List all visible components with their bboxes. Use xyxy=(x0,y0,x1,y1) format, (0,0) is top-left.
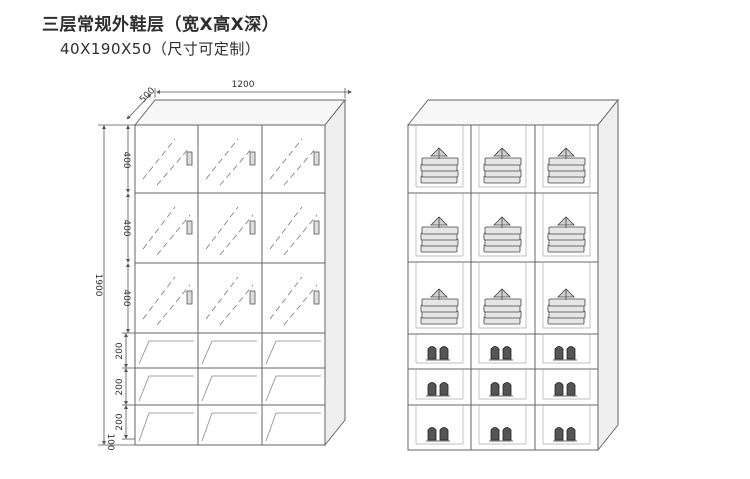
door-handle xyxy=(186,220,193,235)
door-glare xyxy=(205,138,254,186)
door-handle xyxy=(249,151,256,166)
door-details xyxy=(142,138,320,326)
shoe-row-2-label: 200 xyxy=(115,378,125,395)
height-label: 1900 xyxy=(93,274,103,297)
cabinet-top xyxy=(133,99,347,126)
shoe-row-1-label: 200 xyxy=(115,342,125,359)
base-label: 100 xyxy=(105,433,115,450)
door-glare xyxy=(205,206,254,256)
shoes-icon xyxy=(553,346,577,361)
shoes-icon xyxy=(553,427,577,442)
cubby-recess xyxy=(201,412,257,442)
shoes-icon xyxy=(426,346,450,361)
cubby-details xyxy=(138,340,321,442)
open-shelves xyxy=(408,125,598,450)
closed-cabinet xyxy=(133,98,347,447)
door-glare xyxy=(269,206,318,256)
cubby-recess xyxy=(201,375,257,402)
door-glare xyxy=(269,276,318,326)
folded-clothes-icon xyxy=(420,216,459,253)
diagram-title: 三层常规外鞋层（宽X高X深） xyxy=(42,15,280,35)
shoes-icon xyxy=(553,382,577,397)
door-glare xyxy=(142,206,191,256)
folded-clothes-icon xyxy=(420,147,459,184)
locker-row-3-label: 400 xyxy=(121,289,131,306)
door-handle xyxy=(313,290,320,305)
open-cabinet-top xyxy=(406,99,620,126)
shoes-icon xyxy=(426,427,450,442)
cubby-recess xyxy=(265,375,321,402)
door-handle xyxy=(249,290,256,305)
width-label: 1200 xyxy=(232,80,255,90)
diagram-subtitle: 40X190X50（尺寸可定制） xyxy=(60,40,261,58)
cubby-recess xyxy=(138,412,194,442)
dimension-lines xyxy=(98,88,352,446)
folded-clothes-icon xyxy=(547,216,586,253)
locker-row-2-label: 400 xyxy=(121,219,131,236)
shoe-row-3-label: 200 xyxy=(115,413,125,430)
door-handle xyxy=(313,220,320,235)
door-glare xyxy=(142,276,191,326)
folded-clothes-icon xyxy=(483,147,522,184)
door-glare xyxy=(205,276,254,326)
shoes-icon xyxy=(426,382,450,397)
cabinet-side xyxy=(324,98,346,447)
door-glare xyxy=(142,138,191,186)
door-glare xyxy=(269,138,318,186)
door-handle xyxy=(186,290,193,305)
shoes-icon xyxy=(489,346,513,361)
folded-clothes-icon xyxy=(483,288,522,325)
cubby-recess xyxy=(138,340,194,365)
cubby-recess xyxy=(201,340,257,365)
open-cabinet xyxy=(406,98,620,452)
cubby-recess xyxy=(265,340,321,365)
shoes-icon xyxy=(489,382,513,397)
open-cabinet-side xyxy=(597,98,619,452)
cubby-recess xyxy=(265,412,321,442)
door-handle xyxy=(249,220,256,235)
locker-row-1-label: 400 xyxy=(121,151,131,168)
folded-clothes-icon xyxy=(547,147,586,184)
folded-clothes-icon xyxy=(483,216,522,253)
shoes-icon xyxy=(489,427,513,442)
cubby-recess xyxy=(138,375,194,402)
depth-dimension-line xyxy=(126,93,152,120)
door-handle xyxy=(313,151,320,166)
folded-clothes-icon xyxy=(420,288,459,325)
door-handle xyxy=(186,151,193,166)
folded-clothes-icon xyxy=(547,288,586,325)
